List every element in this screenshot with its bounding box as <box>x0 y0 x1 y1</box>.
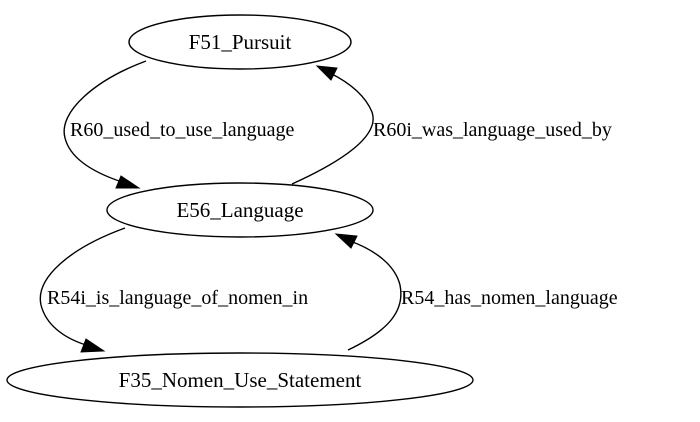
node-f51-pursuit-label: F51_Pursuit <box>189 30 292 54</box>
edge-r54i-arrowhead <box>80 338 106 353</box>
edge-r54i-is-language-of-nomen-in: R54i_is_language_of_nomen_in <box>39 227 308 353</box>
node-e56-language-label: E56_Language <box>176 198 303 222</box>
node-f35-nomen-use-statement-ellipse <box>6 352 474 408</box>
edge-label-r54: R54_has_nomen_language <box>401 287 618 309</box>
edge-r60-arrowhead <box>115 175 141 189</box>
edge-r60-line <box>63 60 147 183</box>
edge-r54i-line <box>39 227 126 346</box>
edge-r60i-arrowhead <box>315 65 338 81</box>
edge-r60-used-to-use-language: R60_used_to_use_language <box>63 60 295 189</box>
edge-label-r54i: R54i_is_language_of_nomen_in <box>47 287 308 309</box>
edge-r54-line <box>347 240 402 351</box>
edge-r54-has-nomen-language: R54_has_nomen_language <box>334 233 618 351</box>
edge-r60i-line <box>291 72 374 185</box>
edge-r60i-was-language-used-by: R60i_was_language_used_by <box>291 65 612 185</box>
edge-label-r60i: R60i_was_language_used_by <box>373 119 612 141</box>
node-e56-language[interactable]: E56_Language <box>106 182 374 238</box>
node-f35-nomen-use-statement[interactable]: F35_Nomen_Use_Statement <box>6 352 474 408</box>
node-f51-pursuit[interactable]: F51_Pursuit <box>128 14 352 70</box>
node-f51-pursuit-ellipse <box>128 14 352 70</box>
edge-label-r60: R60_used_to_use_language <box>70 119 295 141</box>
edge-r54-arrowhead <box>334 233 358 249</box>
node-f35-nomen-use-statement-label: F35_Nomen_Use_Statement <box>119 368 362 392</box>
node-e56-language-ellipse <box>106 182 374 238</box>
